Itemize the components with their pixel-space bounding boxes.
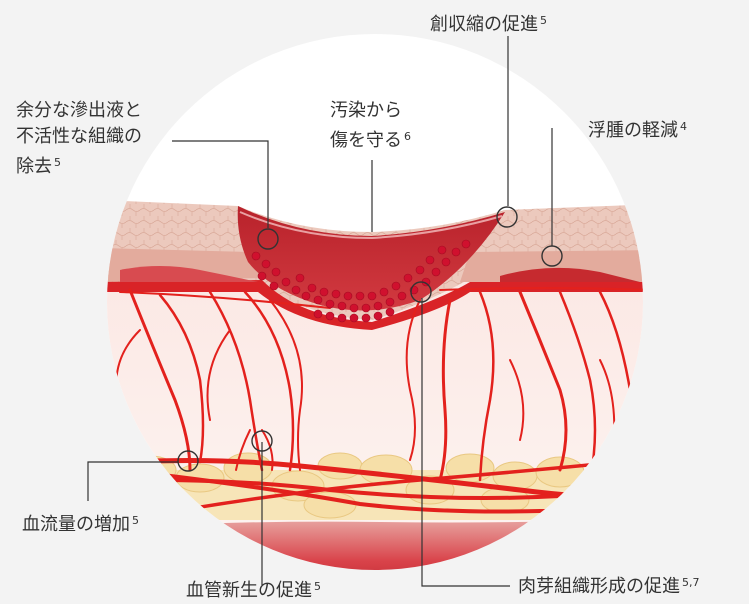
label-angiogenesis-ref: 5: [314, 580, 321, 593]
label-exudate-line-1: 余分な滲出液と: [16, 98, 142, 124]
label-angiogenesis-text: 血管新生の促進: [186, 580, 312, 601]
label-granulation-text: 肉芽組織形成の促進: [518, 576, 680, 597]
label-edema-text: 浮腫の軽減: [588, 120, 678, 141]
label-exudate-ref: 5: [54, 156, 61, 169]
label-exudate-line-2: 不活性な組織の: [16, 124, 142, 150]
label-blood-flow-ref: 5: [132, 514, 139, 527]
label-exudate-line-3: 除去: [16, 156, 52, 177]
label-blood-flow-text: 血流量の増加: [22, 514, 130, 535]
label-wound-contraction-text: 創収縮の促進: [430, 14, 538, 35]
label-infection-ref: 6: [404, 130, 411, 143]
label-infection-line-1: 汚染から: [330, 98, 411, 124]
label-granulation-ref: 5,7: [682, 576, 700, 589]
label-edema-ref: 4: [680, 120, 687, 133]
label-infection-line-2: 傷を守る: [330, 130, 402, 151]
label-wound-contraction-ref: 5: [540, 14, 547, 27]
